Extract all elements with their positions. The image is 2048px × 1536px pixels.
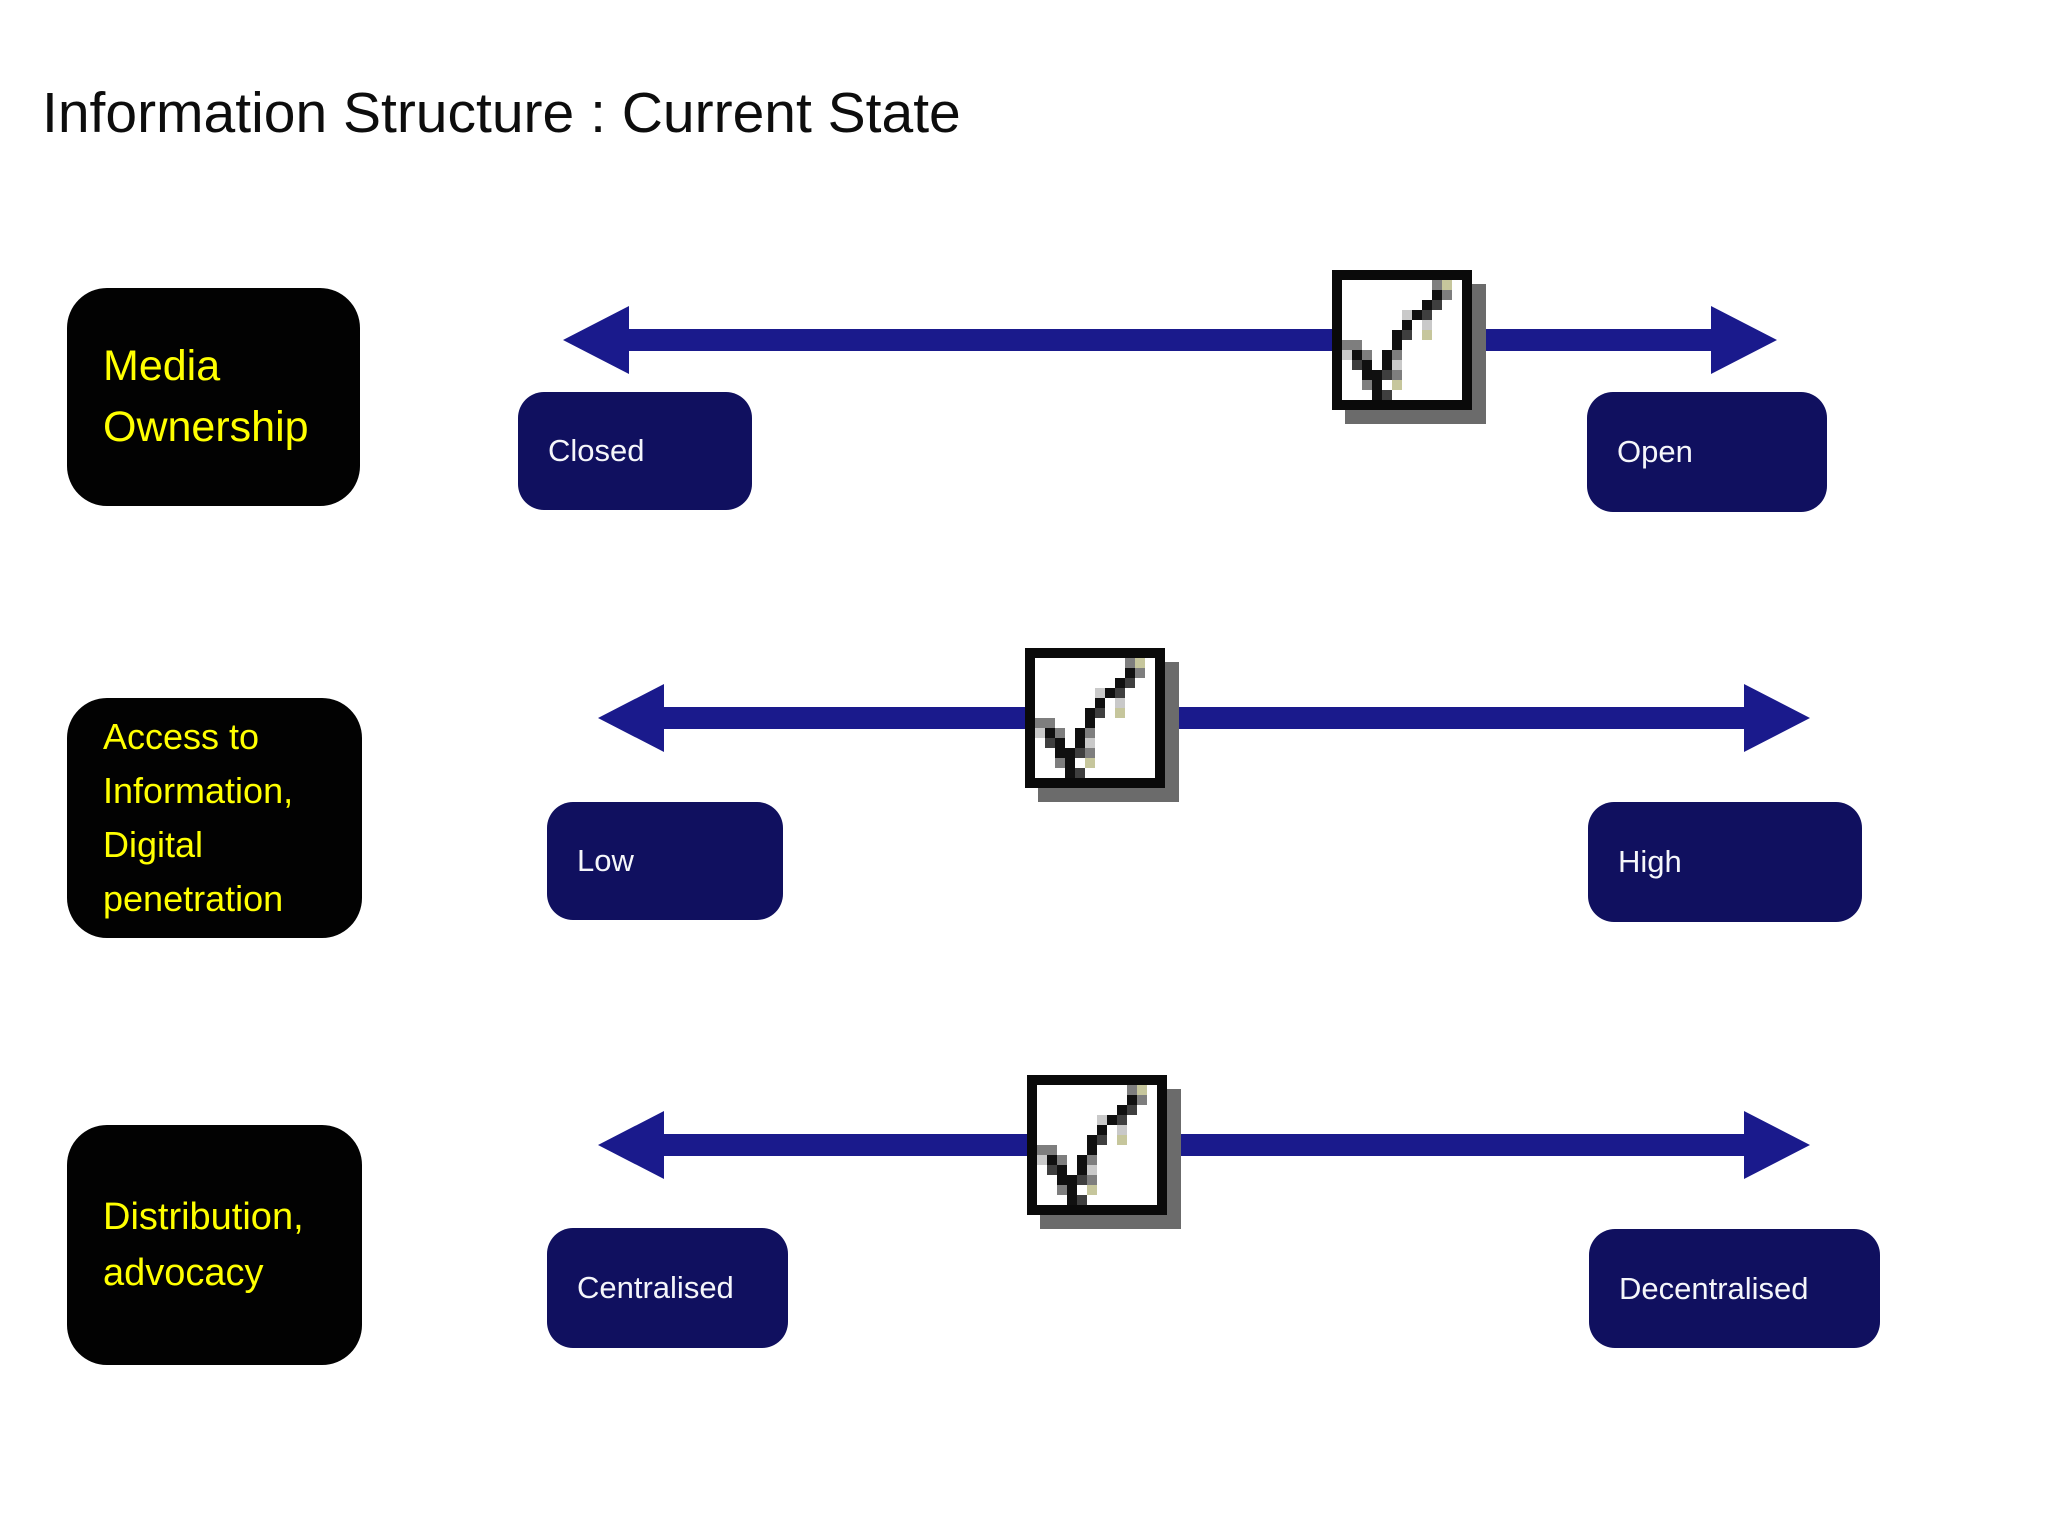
scale-label-decentralised: Decentralised bbox=[1589, 1229, 1880, 1348]
scale-label-text: Low bbox=[577, 843, 634, 878]
double-arrow bbox=[598, 684, 1810, 752]
checkbox-checked-icon bbox=[1332, 270, 1487, 425]
double-arrow bbox=[563, 306, 1777, 374]
double-arrow-shape bbox=[598, 684, 1810, 752]
category-box-access-to-information: Access to Information, Digital penetrati… bbox=[67, 698, 362, 938]
scale-label-low: Low bbox=[547, 802, 783, 920]
scale-label-text: Centralised bbox=[577, 1270, 734, 1305]
double-arrow bbox=[598, 1111, 1810, 1179]
scale-label-high: High bbox=[1588, 802, 1862, 922]
checkbox-checked-icon bbox=[1027, 1075, 1182, 1230]
slide-title: Information Structure : Current State bbox=[42, 81, 961, 145]
category-box-distribution-advocacy: Distribution, advocacy bbox=[67, 1125, 362, 1365]
category-box-media-ownership: Media Ownership bbox=[67, 288, 360, 506]
category-label: Media Ownership bbox=[103, 341, 309, 451]
category-label: Access to Information, Digital penetrati… bbox=[103, 716, 294, 919]
checkbox-checked-icon bbox=[1025, 648, 1180, 803]
scale-label-text: Decentralised bbox=[1619, 1270, 1809, 1306]
scale-label-centralised: Centralised bbox=[547, 1228, 788, 1348]
scale-label-text: Open bbox=[1617, 434, 1693, 469]
scale-label-text: Closed bbox=[548, 433, 645, 468]
double-arrow-shape bbox=[563, 306, 1777, 374]
scale-label-closed: Closed bbox=[518, 392, 752, 510]
double-arrow-shape bbox=[598, 1111, 1810, 1179]
scale-label-text: High bbox=[1618, 844, 1682, 879]
scale-label-open: Open bbox=[1587, 392, 1827, 512]
category-label: Distribution, advocacy bbox=[103, 1195, 304, 1294]
